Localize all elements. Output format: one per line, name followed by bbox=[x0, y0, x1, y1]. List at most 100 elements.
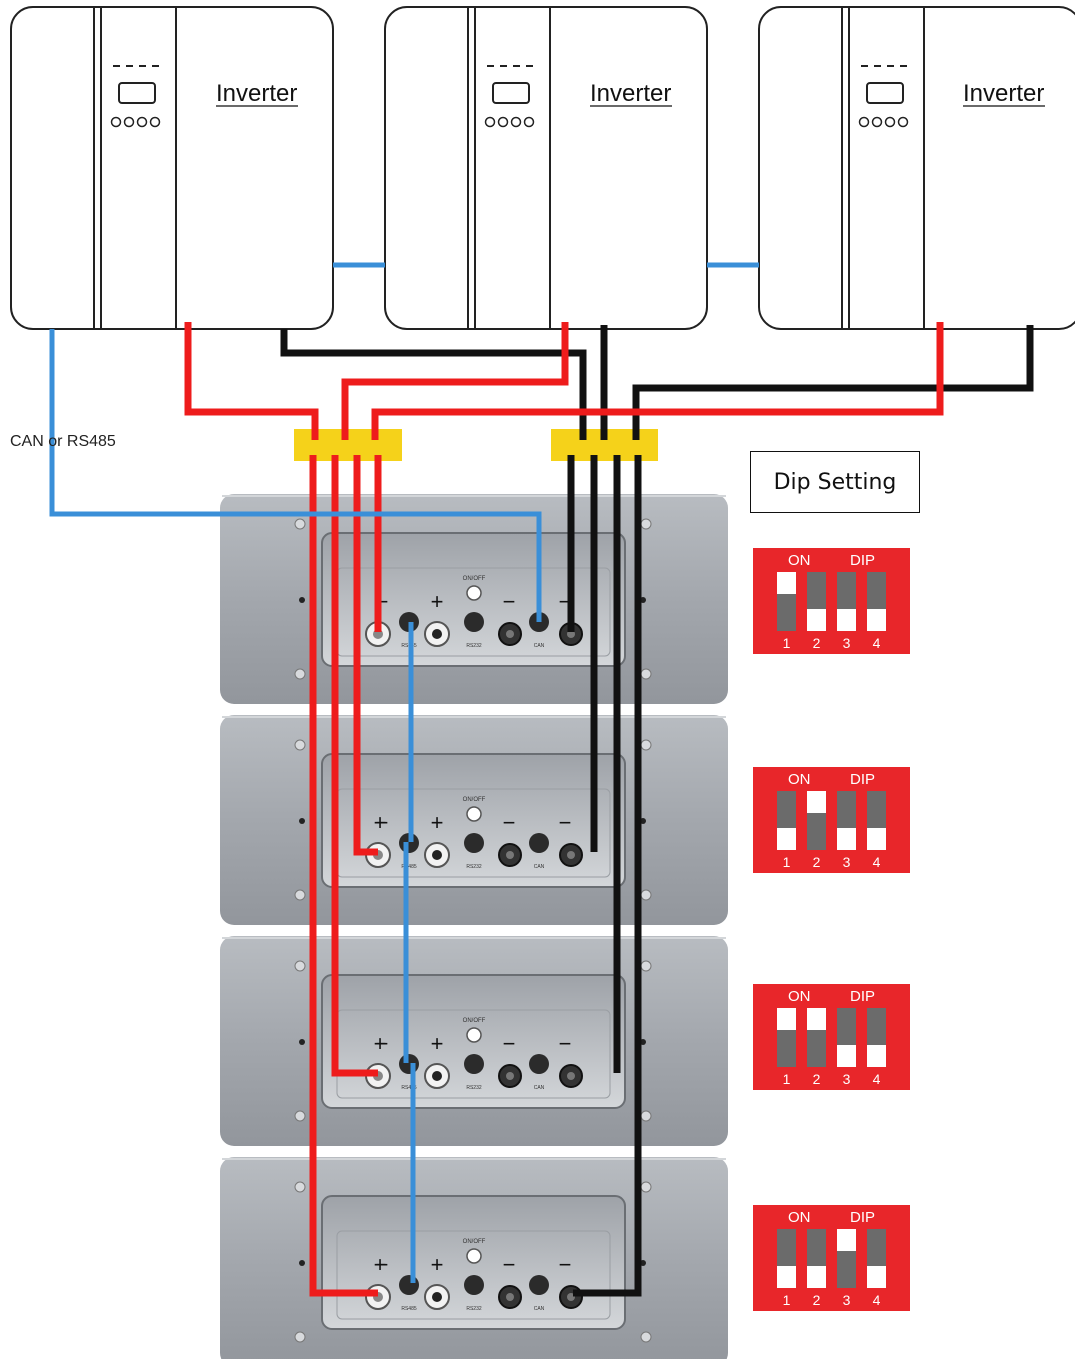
dip-number: 1 bbox=[783, 1071, 791, 1087]
dip-knob bbox=[867, 1266, 886, 1288]
plus-sign: + bbox=[431, 589, 444, 614]
can-port bbox=[529, 1275, 549, 1295]
positive-cables bbox=[184, 322, 944, 1297]
inverter-3: Inverter bbox=[758, 6, 1075, 330]
dip-toggle-1: 1 bbox=[777, 1229, 796, 1308]
screw-icon bbox=[640, 1110, 652, 1122]
inverter-2: Inverter bbox=[384, 6, 708, 330]
negative-cables bbox=[280, 325, 1034, 1297]
comm-cables bbox=[49, 329, 542, 1283]
mount-hole-icon bbox=[299, 597, 305, 603]
dip-knob bbox=[807, 609, 826, 631]
dip-knob bbox=[837, 1045, 856, 1067]
dip-label: DIP bbox=[850, 1209, 875, 1226]
rs232-label: RS232 bbox=[466, 1306, 482, 1312]
dip-knob bbox=[867, 1045, 886, 1067]
screw-icon bbox=[640, 518, 652, 530]
power-switch-icon bbox=[466, 1027, 482, 1043]
dip-on-label: ON bbox=[788, 988, 811, 1005]
rs232-port bbox=[464, 833, 484, 853]
minus-sign: − bbox=[376, 1031, 389, 1056]
dip-label: DIP bbox=[850, 552, 875, 569]
minus-sign: − bbox=[503, 1031, 516, 1056]
mount-hole-icon bbox=[299, 1039, 305, 1045]
power-switch-icon bbox=[466, 806, 482, 822]
can-port bbox=[529, 1054, 549, 1074]
screw-icon bbox=[294, 1331, 306, 1343]
terminal-center bbox=[432, 850, 442, 860]
plus-sign: + bbox=[431, 1031, 444, 1056]
dip-number: 2 bbox=[813, 1071, 821, 1087]
dip-toggle-3: 3 bbox=[837, 1008, 856, 1087]
dip-knob bbox=[837, 1229, 856, 1251]
minus-sign: − bbox=[559, 1252, 572, 1277]
screw-icon bbox=[294, 960, 306, 972]
dip-knob bbox=[777, 1008, 796, 1030]
dip-knob bbox=[777, 1266, 796, 1288]
dip-toggle-1: 1 bbox=[777, 1008, 796, 1087]
rs232-port bbox=[464, 1054, 484, 1074]
can-label: CAN bbox=[534, 1306, 545, 1312]
dip-label: DIP bbox=[850, 771, 875, 788]
mount-hole-icon bbox=[299, 1260, 305, 1266]
dip-knob bbox=[777, 828, 796, 850]
inverter-buttons-icon bbox=[484, 116, 535, 128]
terminal-center bbox=[432, 1292, 442, 1302]
dip-toggle-4: 4 bbox=[867, 1008, 886, 1087]
rs232-label: RS232 bbox=[466, 643, 482, 649]
dip-number: 2 bbox=[813, 854, 821, 870]
screw-icon bbox=[640, 1181, 652, 1193]
minus-sign: − bbox=[559, 1031, 572, 1056]
dip-knob bbox=[867, 828, 886, 850]
can-label: CAN bbox=[534, 864, 545, 870]
rs485-label: RS485 bbox=[401, 1085, 417, 1091]
can-label: CAN bbox=[534, 1085, 545, 1091]
dip-number: 3 bbox=[843, 854, 851, 870]
plus-sign: + bbox=[431, 810, 444, 835]
minus-sign: − bbox=[503, 1252, 516, 1277]
dip-number: 3 bbox=[843, 1071, 851, 1087]
can-label: CAN bbox=[534, 643, 545, 649]
dip-toggle-1: 1 bbox=[777, 791, 796, 870]
dip-number: 2 bbox=[813, 1292, 821, 1308]
inverter-label: Inverter bbox=[963, 80, 1044, 107]
inverter-buttons-icon bbox=[110, 116, 161, 128]
mount-hole-icon bbox=[299, 818, 305, 824]
screw-icon bbox=[640, 739, 652, 751]
minus-sign: − bbox=[376, 1252, 389, 1277]
rs232-label: RS232 bbox=[466, 1085, 482, 1091]
inverter-display-icon bbox=[492, 82, 530, 104]
minus-sign: − bbox=[559, 810, 572, 835]
dip-switch-body bbox=[753, 548, 910, 654]
dip-toggle-1: 1 bbox=[777, 572, 796, 651]
screw-icon bbox=[294, 1181, 306, 1193]
rs232-label: RS232 bbox=[466, 864, 482, 870]
dip-on-label: ON bbox=[788, 771, 811, 788]
dip-toggle-2: 2 bbox=[807, 791, 826, 870]
dip-switch-body bbox=[753, 984, 910, 1090]
inverter-buttons-icon bbox=[858, 116, 909, 128]
plus-sign: + bbox=[374, 1031, 387, 1056]
rs232-port bbox=[464, 612, 484, 632]
plus-sign: + bbox=[374, 810, 387, 835]
terminal-center bbox=[506, 1072, 514, 1080]
on-off-label: ON/OFF bbox=[463, 1239, 486, 1245]
dip-toggle-3: 3 bbox=[837, 572, 856, 651]
dip-toggle-3: 3 bbox=[837, 1229, 856, 1308]
screw-icon bbox=[640, 889, 652, 901]
minus-sign: − bbox=[503, 589, 516, 614]
dip-knob bbox=[837, 609, 856, 631]
port-panel-inset bbox=[336, 1230, 611, 1320]
screw-icon bbox=[640, 1331, 652, 1343]
screw-icon bbox=[640, 668, 652, 680]
screw-icon bbox=[294, 739, 306, 751]
rs485-port bbox=[399, 1275, 419, 1295]
dip-number: 3 bbox=[843, 635, 851, 651]
